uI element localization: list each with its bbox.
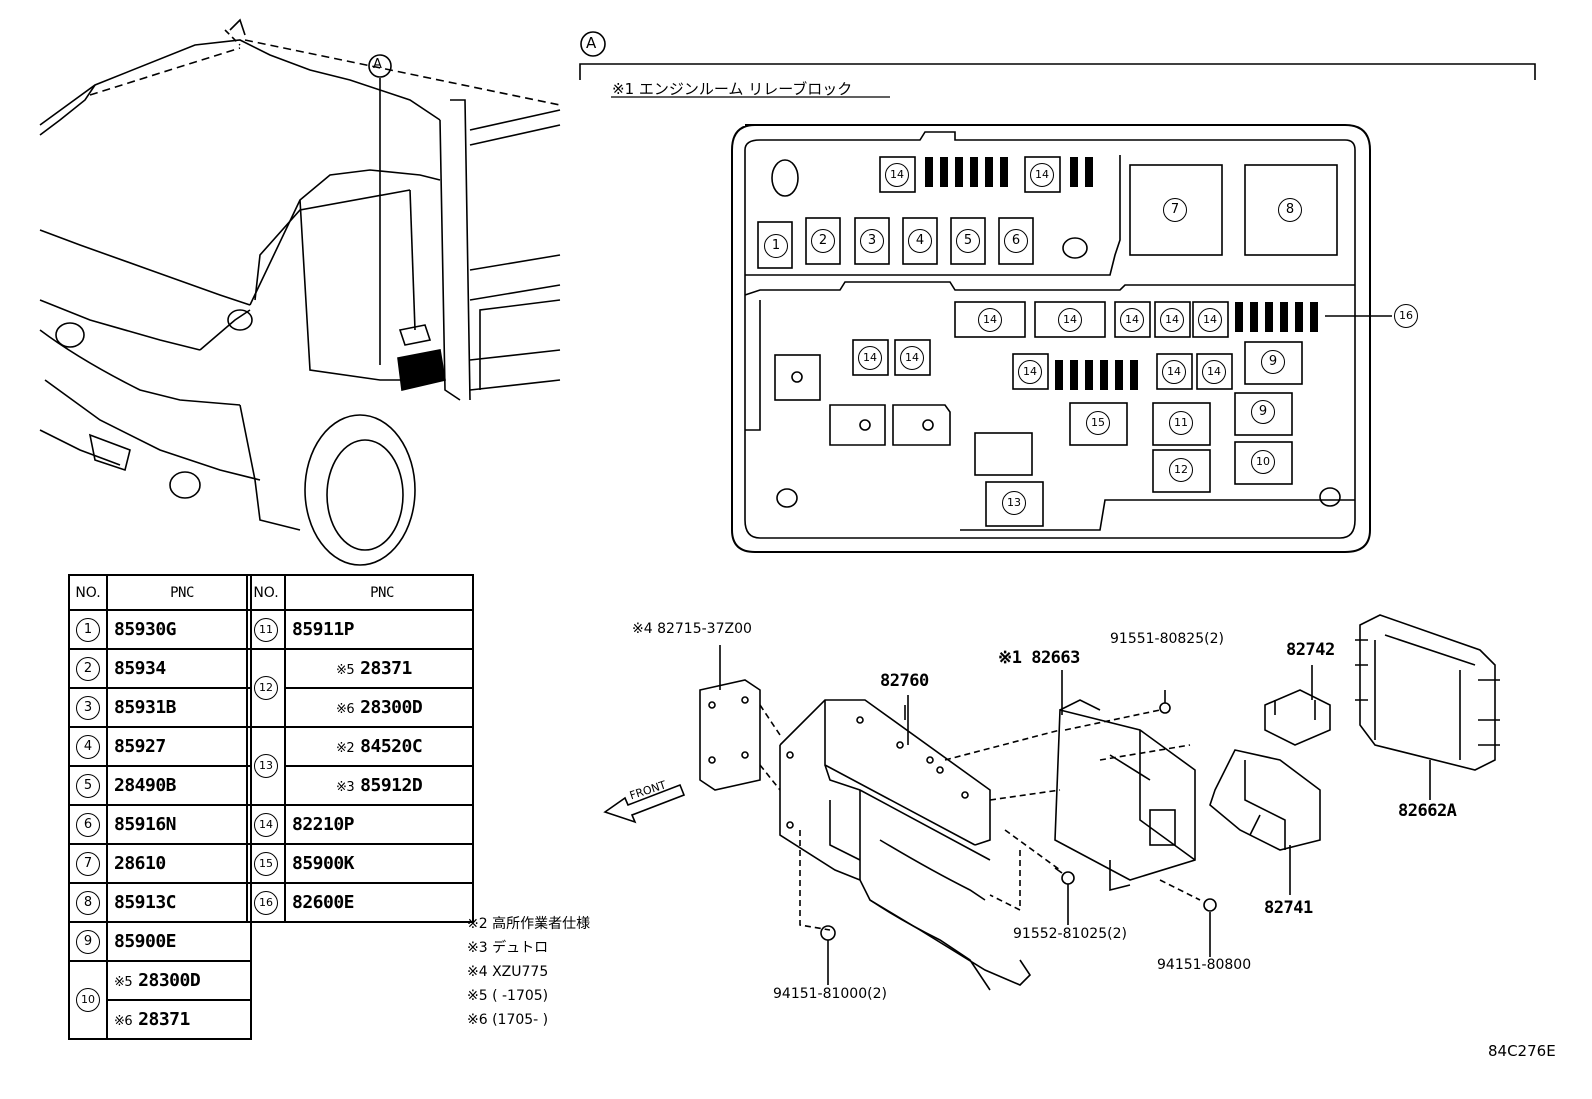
bracket-82663 xyxy=(944,699,1201,901)
relay-block-location-marker xyxy=(397,349,446,391)
part-label-91552: 91552-81025(2) xyxy=(1013,926,1127,942)
slot-14: 14 xyxy=(1198,308,1222,332)
slot-14: 14 xyxy=(1058,308,1082,332)
view-marker-section: A xyxy=(586,34,597,52)
truck-cab-drawing xyxy=(39,18,561,566)
header-no: NO. xyxy=(246,574,286,611)
slot-2: 2 xyxy=(811,229,835,253)
slot-7: 7 xyxy=(1163,198,1187,222)
ecu-82662A xyxy=(1355,614,1500,771)
slot-14: 14 xyxy=(1162,360,1186,384)
bracket-82760 xyxy=(759,699,1032,991)
part-label-82663: ※1 82663 xyxy=(998,648,1080,668)
slot-15: 15 xyxy=(1086,411,1110,435)
front-arrow-icon xyxy=(603,783,686,824)
diagram-code: 84C276E xyxy=(1488,1042,1556,1060)
part-label-94151-81000: 94151-81000(2) xyxy=(773,986,887,1002)
slot-11: 11 xyxy=(1169,411,1193,435)
slot-9a: 9 xyxy=(1261,350,1285,374)
slot-14: 14 xyxy=(858,346,882,370)
slot-14: 14 xyxy=(978,308,1002,332)
slot-14: 14 xyxy=(1030,163,1054,187)
slot-14: 14 xyxy=(1018,360,1042,384)
header-pnc: PNC xyxy=(106,574,252,611)
note: ※4 XZU775 xyxy=(467,964,549,980)
slot-14: 14 xyxy=(1160,308,1184,332)
relay-block-title: ※1 エンジンルーム リレーブロック xyxy=(612,80,853,98)
part-label-82760: 82760 xyxy=(880,671,929,691)
slot-14: 14 xyxy=(900,346,924,370)
note: ※6 (1705- ) xyxy=(467,1012,549,1028)
slot-16: 16 xyxy=(1394,304,1418,328)
slot-4: 4 xyxy=(908,229,932,253)
part-label-82662A: 82662A xyxy=(1398,801,1457,821)
footnotes: ※2 高所作業者仕様 ※3 デュトロ ※4 XZU775 ※5 ( -1705)… xyxy=(467,912,590,1032)
part-label-94151-80800: 94151-80800 xyxy=(1157,957,1252,973)
slot-8: 8 xyxy=(1278,198,1302,222)
header-no: NO. xyxy=(68,574,108,611)
slot-1: 1 xyxy=(764,234,788,258)
note: ※3 デュトロ xyxy=(467,940,549,956)
slot-12: 12 xyxy=(1169,458,1193,482)
part-label-82715: ※4 82715-37Z00 xyxy=(632,621,752,637)
screws xyxy=(820,690,1217,941)
slot-9b: 9 xyxy=(1251,400,1275,424)
relay-82741 xyxy=(1209,749,1321,851)
fuse-row-top xyxy=(925,157,1318,390)
slot-14: 14 xyxy=(1120,308,1144,332)
relay-slots xyxy=(757,156,1338,527)
view-marker-truck: A xyxy=(373,57,382,72)
bracket-82715 xyxy=(699,645,761,791)
slot-10: 10 xyxy=(1251,450,1275,474)
note: ※5 ( -1705) xyxy=(467,988,549,1004)
slot-3: 3 xyxy=(860,229,884,253)
part-label-82742: 82742 xyxy=(1286,640,1335,660)
relay-82742 xyxy=(1264,689,1331,746)
slot-5: 5 xyxy=(956,229,980,253)
header-pnc: PNC xyxy=(284,574,474,611)
slot-14: 14 xyxy=(1202,360,1226,384)
note: ※2 高所作業者仕様 xyxy=(467,916,591,932)
slot-6: 6 xyxy=(1004,229,1028,253)
slot-13: 13 xyxy=(1002,491,1026,515)
slot-14: 14 xyxy=(885,163,909,187)
part-label-91551: 91551-80825(2) xyxy=(1110,631,1224,647)
part-label-82741: 82741 xyxy=(1264,898,1313,918)
